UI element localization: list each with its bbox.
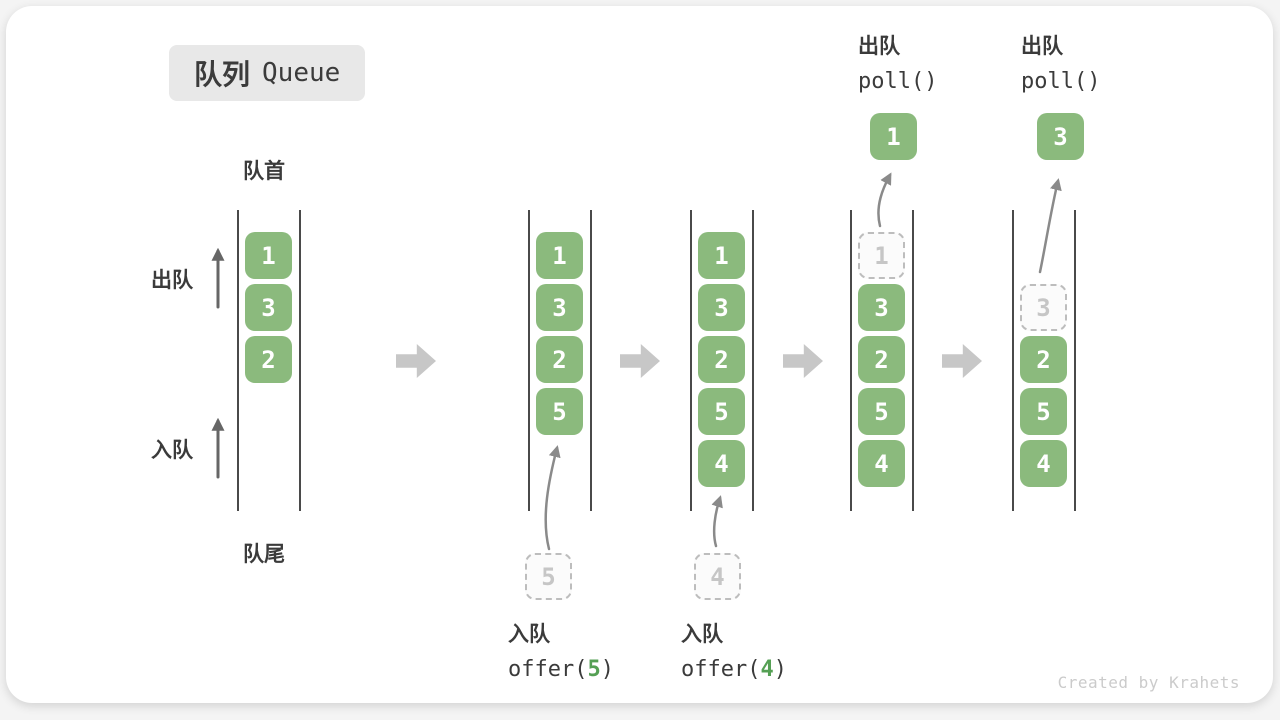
title-badge: 队列 Queue <box>169 45 366 101</box>
state-transition-arrow <box>942 344 982 378</box>
op-code: offer(5) <box>508 657 614 682</box>
enqueue-op-label: 入队 offer(5) <box>508 618 614 682</box>
op-action: 入队 <box>508 623 550 646</box>
queue-cell: 4 <box>1020 440 1067 487</box>
op-action: 出队 <box>858 35 900 58</box>
queue-cell: 5 <box>698 388 745 435</box>
queue-cell: 4 <box>858 440 905 487</box>
enqueue-flow-arrow <box>711 495 723 548</box>
queue-cell: 1 <box>536 232 583 279</box>
title-zh: 队列 <box>194 59 251 90</box>
queue-cell: 4 <box>698 440 745 487</box>
label-enqueue: 入队 <box>151 439 193 462</box>
queue-cell-ghost: 3 <box>1020 284 1067 331</box>
queue-cell: 1 <box>245 232 292 279</box>
queue-cell: 2 <box>858 336 905 383</box>
dequeue-op-label: 出队 poll() <box>858 30 937 94</box>
dequeue-flow-arrow <box>877 172 892 228</box>
enqueue-pending-cell: 4 <box>694 553 741 600</box>
state-transition-arrow <box>783 344 823 378</box>
queue-cell: 2 <box>245 336 292 383</box>
dequeued-cell: 3 <box>1037 113 1084 160</box>
queue-cell: 5 <box>1020 388 1067 435</box>
queue-wall-right <box>299 210 301 511</box>
queue-wall-left <box>690 210 692 511</box>
queue-cell: 2 <box>536 336 583 383</box>
op-code: poll() <box>858 69 938 94</box>
queue-wall-left <box>850 210 852 511</box>
enqueue-pending-cell: 5 <box>525 553 572 600</box>
queue-cell: 3 <box>698 284 745 331</box>
queue-wall-right <box>1074 210 1076 511</box>
title-en: Queue <box>262 58 341 88</box>
queue-wall-left <box>1012 210 1014 511</box>
queue-cell: 3 <box>858 284 905 331</box>
queue-wall-right <box>752 210 754 511</box>
op-arg: 4 <box>760 657 774 682</box>
queue-wall-left <box>237 210 239 511</box>
watermark: Created by Krahets <box>1057 673 1240 692</box>
op-code: offer(4) <box>681 657 787 682</box>
dequeue-op-label: 出队 poll() <box>1021 30 1100 94</box>
queue-cell: 3 <box>245 284 292 331</box>
queue-cell-ghost: 1 <box>858 232 905 279</box>
op-action: 入队 <box>681 623 723 646</box>
enqueue-op-label: 入队 offer(4) <box>681 618 787 682</box>
queue-cell: 5 <box>858 388 905 435</box>
label-queue-front: 队首 <box>243 160 285 183</box>
dequeue-flow-arrow <box>1038 178 1062 274</box>
label-queue-rear: 队尾 <box>243 543 285 566</box>
queue-cell: 2 <box>698 336 745 383</box>
dequeued-cell: 1 <box>870 113 917 160</box>
queue-wall-right <box>912 210 914 511</box>
label-dequeue: 出队 <box>151 269 193 292</box>
queue-wall-left <box>528 210 530 511</box>
queue-cell: 5 <box>536 388 583 435</box>
op-arg: 5 <box>587 657 601 682</box>
queue-cell: 1 <box>698 232 745 279</box>
enqueue-flow-arrow <box>544 445 561 551</box>
op-action: 出队 <box>1021 35 1063 58</box>
op-code: poll() <box>1021 69 1101 94</box>
queue-cell: 3 <box>536 284 583 331</box>
state-transition-arrow <box>396 344 436 378</box>
state-transition-arrow <box>620 344 660 378</box>
queue-cell: 2 <box>1020 336 1067 383</box>
queue-wall-right <box>590 210 592 511</box>
